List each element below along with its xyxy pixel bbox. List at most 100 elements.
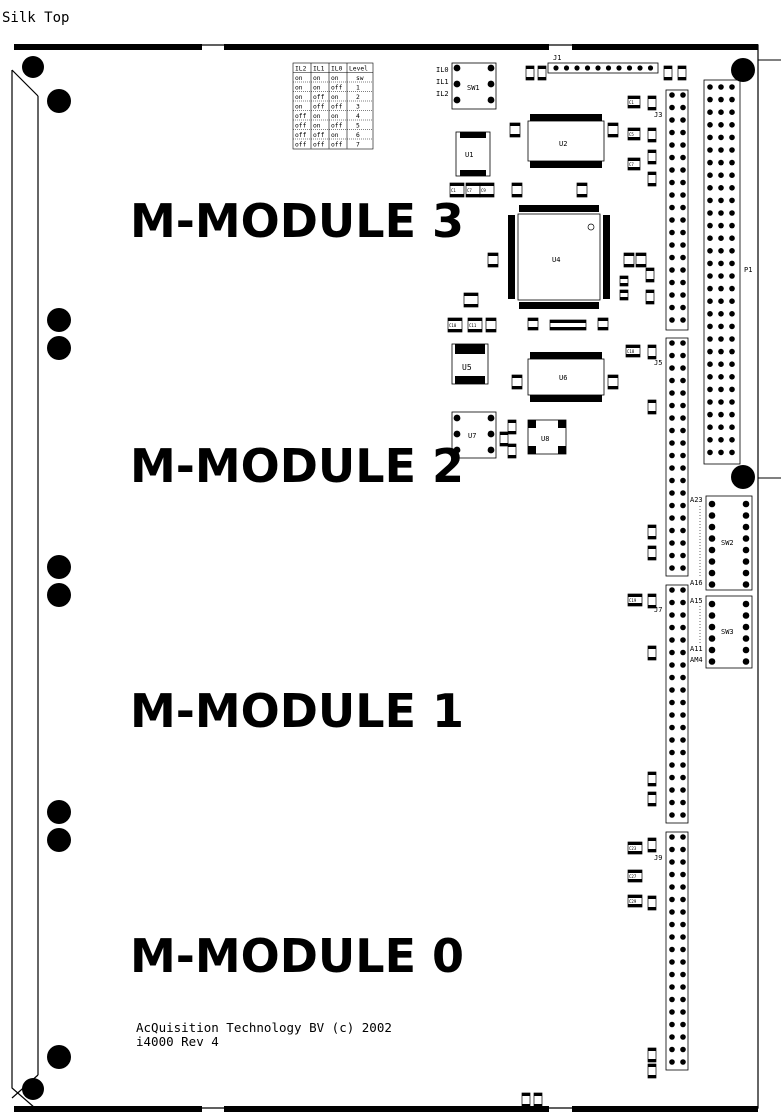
pin (718, 159, 724, 166)
pin (708, 646, 716, 654)
passive-pad (628, 96, 640, 99)
passive-pad (648, 172, 656, 175)
passive-pad (664, 66, 672, 69)
passive-pad (598, 327, 608, 330)
pin (742, 523, 750, 531)
pin (708, 535, 716, 542)
pin (669, 552, 675, 559)
level-table-cell: off (331, 104, 343, 111)
u8-label: U8 (541, 435, 549, 443)
passive-pad (608, 123, 618, 126)
passive-pad (577, 194, 587, 197)
pin (718, 172, 724, 178)
passive-pad (577, 183, 587, 186)
pin (669, 352, 675, 359)
pin (718, 197, 724, 204)
passive-pad (620, 290, 628, 293)
connector-pins (453, 64, 750, 1065)
pin (680, 352, 686, 359)
pin (680, 267, 686, 273)
pin (707, 222, 713, 229)
passive-pad (480, 183, 494, 186)
passive-pad (648, 803, 656, 806)
pin (669, 304, 675, 311)
passive-pad (628, 167, 640, 170)
pin (680, 340, 686, 346)
j1-header: J1 (547, 54, 659, 74)
level-table-cell: on (313, 113, 321, 120)
capacitor-label: C11 (469, 323, 477, 328)
pin (680, 515, 686, 521)
passive-pad (624, 253, 634, 256)
pin (718, 411, 724, 418)
pin (729, 386, 735, 393)
passive-pad (500, 432, 508, 435)
passive-pad (512, 375, 522, 378)
sw1-il2-label: IL2 (436, 90, 449, 98)
pin (707, 311, 713, 317)
pin (707, 159, 713, 166)
pin (669, 749, 675, 756)
u6-chip: U6 (527, 352, 605, 402)
u4-chip: U4 (508, 205, 610, 309)
pin (729, 323, 735, 330)
pin (718, 109, 724, 115)
pin (729, 285, 735, 292)
capacitor-label: C5 (629, 132, 634, 137)
pin (669, 662, 675, 668)
am4-label: AM4 (690, 656, 703, 664)
pin (669, 217, 675, 223)
pin (742, 569, 750, 577)
level-table-cell: off (295, 142, 307, 149)
passive-pad (648, 838, 656, 841)
passive-pad (648, 546, 656, 549)
passive-pad (628, 870, 642, 873)
pin (669, 192, 675, 198)
pin (707, 260, 713, 267)
pin (707, 449, 713, 456)
pin (669, 599, 675, 606)
level-table-cell: on (331, 132, 339, 139)
pin (669, 1009, 675, 1015)
passive-pad (522, 1093, 530, 1096)
pin (669, 712, 675, 718)
pin (708, 546, 716, 554)
passive-pad (628, 158, 640, 161)
pin (729, 84, 735, 90)
pin (669, 92, 675, 98)
passive-pad (608, 386, 618, 389)
passive-pad (678, 77, 686, 80)
passive-pad (448, 318, 462, 321)
pin (742, 600, 750, 608)
a15-label: A15 (690, 597, 703, 605)
pin (669, 934, 675, 940)
pin (708, 581, 716, 588)
j3-label: J3 (654, 111, 662, 119)
level-table-cell: on (331, 75, 339, 82)
passive-pad (678, 66, 686, 69)
level-table-cell: off (313, 142, 325, 149)
pin (718, 449, 724, 456)
pin (680, 242, 686, 248)
pin (680, 365, 686, 371)
level-table-cell: on (313, 85, 321, 92)
pin (718, 260, 724, 267)
pin (729, 159, 735, 166)
passive-pad (628, 851, 642, 854)
pin (487, 96, 495, 104)
passive-pad (648, 128, 656, 131)
pin (718, 424, 724, 431)
pin (729, 122, 735, 128)
pin (680, 204, 686, 211)
pin (680, 129, 686, 136)
capacitor-label: C10 (449, 323, 457, 328)
pin (707, 374, 713, 380)
pin (669, 896, 675, 903)
pin (669, 540, 675, 546)
passive-pad (648, 356, 656, 359)
sw1-il0-label: IL0 (436, 66, 449, 74)
pin (707, 285, 713, 292)
pin (718, 298, 724, 305)
pin (680, 787, 686, 793)
pin (680, 217, 686, 223)
